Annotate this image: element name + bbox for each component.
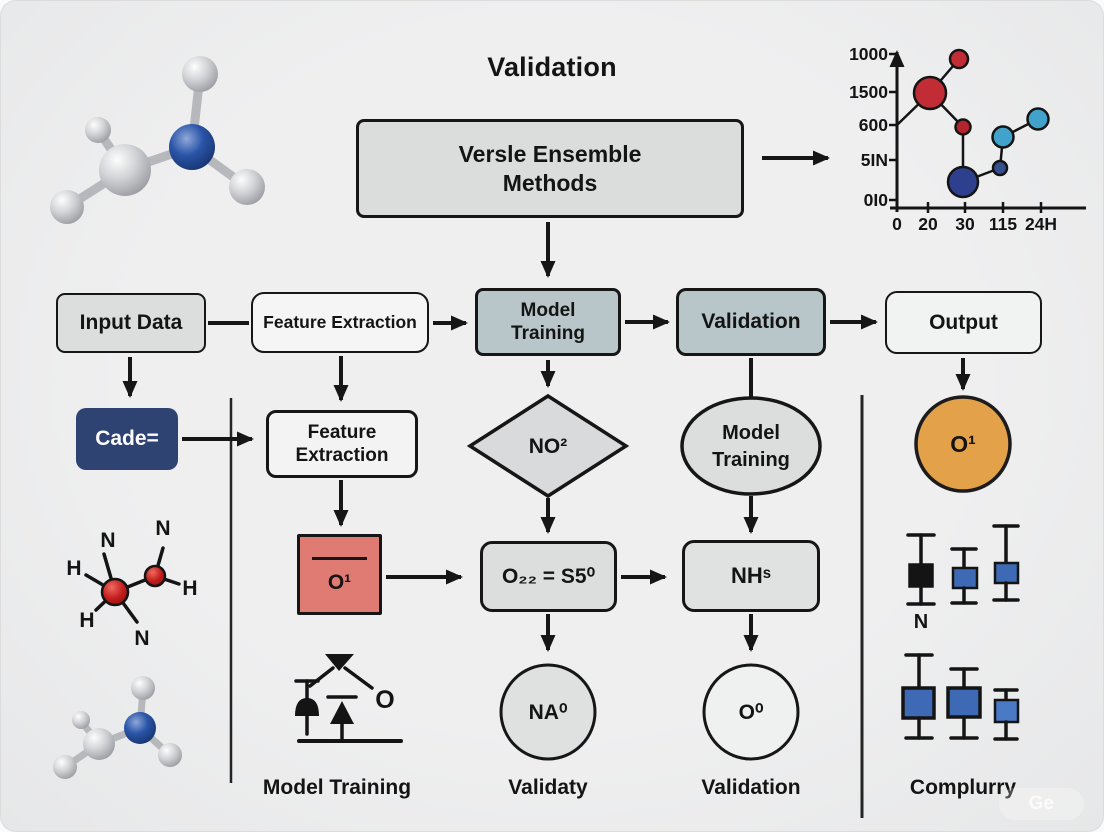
column-label-model-training: Model Training [262,776,412,799]
column-label-complurry: Complurry [909,776,1017,799]
bubble-chart: 1000 1500 600 5IN 0I0 0 20 30 115 24H [849,44,1086,234]
output-label: Output [929,310,998,334]
chart-points [912,48,1050,199]
flow-connectors [122,150,971,652]
orange-node: O¹ [914,395,1012,493]
x-tick-1: 0 [892,214,902,234]
nh-label: NHˢ [730,562,772,588]
code-box-label: Cade= [95,427,159,451]
ensemble-methods-box: Versle Ensemble Methods [356,119,744,218]
red-process-box: O¹ [297,534,382,615]
red-box-inner-line [312,557,367,560]
decision-diamond: NO² [466,393,630,499]
atom-label-n1: N [100,529,115,552]
watermark: Ge [998,788,1084,820]
na-node-label: NA⁰ [529,701,568,724]
circuit-o-label: O [375,686,394,714]
chart-tick-labels: 1000 1500 600 5IN 0I0 0 20 30 115 24H [849,44,1057,234]
column-label-validaty: Validaty [508,776,588,799]
validation-label: Validation [701,310,801,334]
x-tick-5: 24H [1025,214,1057,234]
ellipse-line2: Training [712,449,790,471]
o-node: O⁰ [702,663,800,761]
molecule-2d: N N H H N H [66,517,197,650]
y-tick-2: 1500 [849,82,888,102]
nh-box: NHˢ [682,540,820,612]
x-tick-2: 20 [918,214,938,234]
divider-lines [229,395,864,818]
atom-label-h2: H [79,609,94,632]
boxplot-pictograms: N [901,524,1020,741]
x-tick-4: 115 [989,214,1017,234]
y-tick-3: 600 [859,115,888,135]
ensemble-line2: Methods [502,169,598,196]
y-tick-4: 5IN [861,150,888,170]
feature-extraction-column-box: Feature Extraction [266,410,418,478]
molecule-3d-bottom [53,676,182,779]
o-node-label: O⁰ [739,701,764,724]
atom-label-h1: H [66,557,81,580]
validation-box: Validation [676,288,826,356]
ellipse-line1: Model [722,422,780,444]
x-tick-3: 30 [955,214,975,234]
ensemble-line1: Versle Ensemble [458,141,642,168]
formula-label: O₂₂ = S5⁰ [501,564,596,588]
y-tick-1: 1000 [849,44,888,64]
feature-extraction-row-label: Feature Extraction [263,311,417,332]
model-training-line1: Model [520,299,576,321]
atom-label-h3: H [182,577,197,600]
decision-diamond-label: NO² [529,435,568,458]
input-data-box: Input Data [56,293,206,353]
na-node: NA⁰ [499,663,597,761]
model-training-ellipse: Model Training [680,396,822,496]
code-box: Cade= [76,408,178,470]
watermark-text: Ge [1028,793,1054,814]
output-box: Output [885,291,1042,354]
feature-col-line1: Feature [307,421,377,443]
input-data-label: Input Data [79,311,183,335]
atom-label-n2: N [155,517,170,540]
feature-extraction-row-box: Feature Extraction [251,292,429,353]
molecule-3d-top [50,56,265,224]
orange-node-label: O¹ [950,431,976,457]
circuit-icon: O [294,654,403,743]
y-tick-5: 0I0 [864,190,889,210]
formula-box: O₂₂ = S5⁰ [480,541,617,612]
feature-col-line2: Extraction [295,445,389,466]
page-title: Validation [487,52,617,82]
red-box-label: O¹ [327,571,352,595]
column-label-validation: Validation [701,776,801,799]
model-training-line2: Training [511,323,585,344]
boxplot-n-label: N [914,611,928,633]
model-training-box: Model Training [475,288,621,356]
atom-label-n3: N [134,627,149,650]
